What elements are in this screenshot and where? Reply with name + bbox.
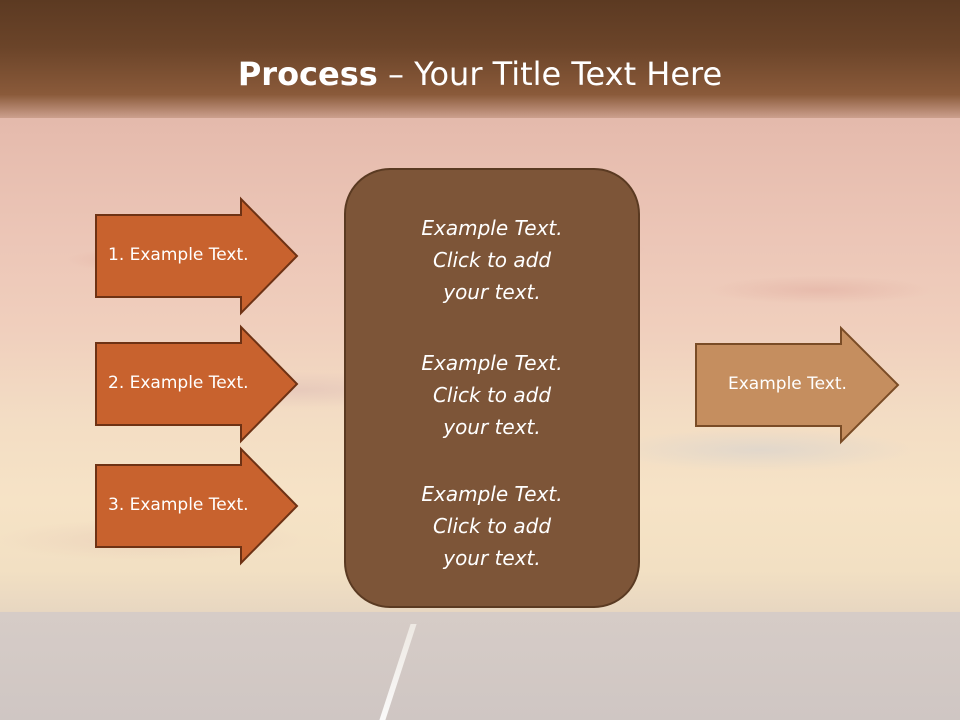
left-arrow-3-shape (95, 446, 299, 566)
center-block-3-line2: Click to add (432, 514, 552, 538)
center-block-3: Example Text. Click to add your text. (344, 478, 640, 574)
center-block-3-line3: your text. (443, 546, 541, 570)
left-arrow-3-label: 3. Example Text. (108, 495, 249, 515)
center-block-1-line2: Click to add (432, 248, 552, 272)
left-arrow-1[interactable]: 1. Example Text. (95, 196, 299, 316)
center-block-2-line3: your text. (443, 415, 541, 439)
center-text-box[interactable] (344, 168, 640, 608)
right-arrow-shape (695, 325, 900, 445)
right-arrow-label: Example Text. (728, 374, 847, 394)
left-arrow-1-shape (95, 196, 299, 316)
title-rest: – Your Title Text Here (377, 55, 723, 93)
left-arrow-2[interactable]: 2. Example Text. (95, 324, 299, 444)
center-block-1: Example Text. Click to add your text. (344, 212, 640, 308)
title-bar (0, 0, 960, 118)
center-block-2: Example Text. Click to add your text. (344, 347, 640, 443)
left-arrow-3[interactable]: 3. Example Text. (95, 446, 299, 566)
road (0, 612, 960, 720)
left-arrow-2-shape (95, 324, 299, 444)
center-block-2-line1: Example Text. (421, 351, 563, 375)
left-arrow-2-label: 2. Example Text. (108, 373, 249, 393)
center-block-3-line1: Example Text. (421, 482, 563, 506)
center-block-2-line2: Click to add (432, 383, 552, 407)
right-arrow[interactable]: Example Text. (695, 325, 900, 445)
center-block-1-line1: Example Text. (421, 216, 563, 240)
title-bold: Process (237, 55, 378, 93)
left-arrow-1-label: 1. Example Text. (108, 245, 249, 265)
slide-title[interactable]: Process – Your Title Text Here (0, 52, 960, 96)
center-block-1-line3: your text. (443, 280, 541, 304)
